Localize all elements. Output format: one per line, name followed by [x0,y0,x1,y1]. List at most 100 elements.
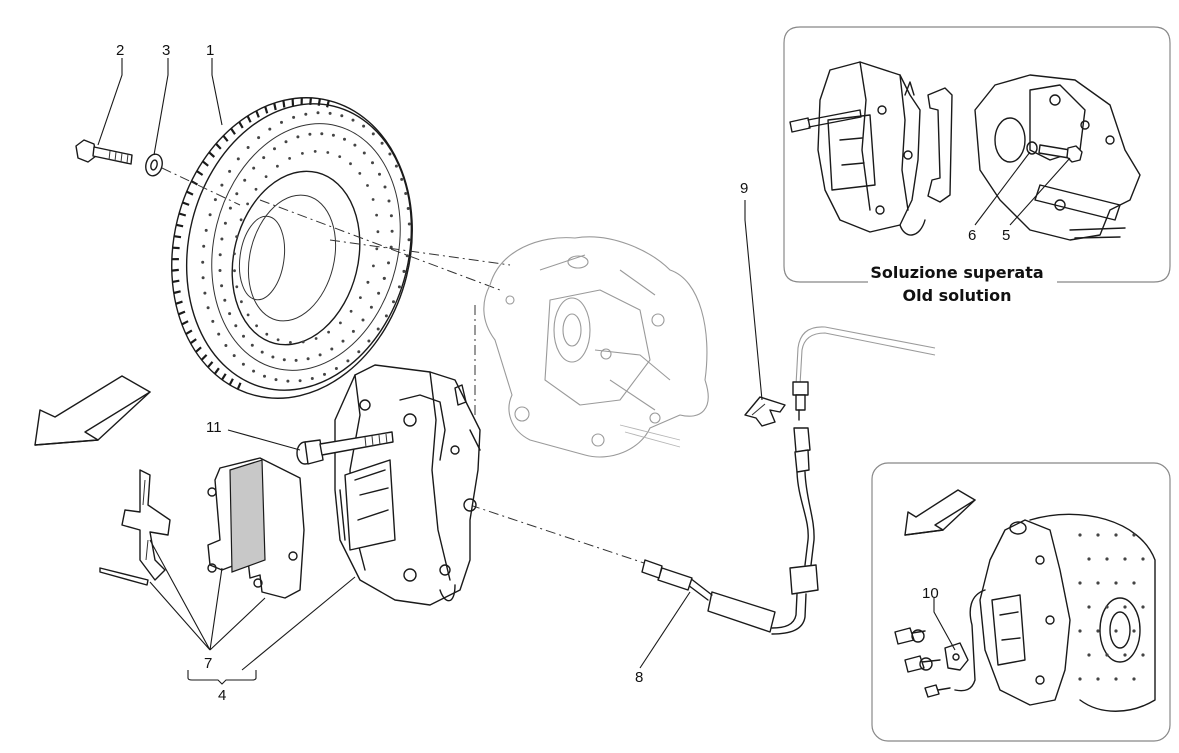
drill-hole [271,355,275,359]
vent-vane [309,97,312,106]
drill-hole [274,378,278,382]
drill-hole [243,178,247,182]
drill-hole [1123,605,1127,609]
vent-vane [213,367,220,375]
drill-hole [394,164,398,168]
drill-hole [233,269,236,273]
drill-hole [246,202,250,206]
caliper-bolt [296,431,394,465]
drill-hole [1132,581,1136,585]
vent-vane [175,300,183,305]
drill-hole [328,111,332,115]
inset-brake-line [954,589,986,692]
vent-vane [208,151,216,158]
drill-hole [218,253,222,257]
drill-hole [224,344,228,347]
drill-hole [1123,557,1127,561]
callout-6: 6 [968,227,976,244]
drill-hole [220,237,224,241]
drill-hole [334,367,338,370]
drill-hole [362,151,366,155]
drill-hole [313,150,317,153]
drill-hole [304,112,308,116]
drill-hole [387,199,391,203]
drill-hole [1132,629,1136,633]
hose-clip [744,396,786,427]
drill-hole [331,133,335,137]
drill-hole [276,338,280,342]
drill-hole [371,161,374,165]
drill-hole [326,151,330,154]
drill-hole [254,187,258,191]
drill-hole [1114,629,1118,633]
disc-vent-vanes [171,97,330,390]
drill-hole [1078,533,1082,537]
drill-hole [294,358,298,362]
drill-hole [240,300,243,304]
drill-hole [340,114,344,118]
inset-bolt-5 [1026,141,1083,163]
drill-hole [407,238,411,242]
drill-hole [1096,677,1100,681]
inset-fasteners [894,627,951,698]
drill-hole [349,162,352,166]
hub-carrier [483,236,709,458]
drill-hole [218,269,222,272]
drill-hole [235,192,239,196]
callout-8: 8 [635,669,643,686]
inset-caption-en: Old solution [902,286,1011,305]
drill-hole [233,252,236,256]
drill-hole [310,377,314,380]
drill-hole [273,147,276,151]
vent-vane [186,190,194,196]
callout-1: 1 [206,42,214,59]
drill-hole [1105,605,1109,609]
drill-hole [252,369,256,373]
vent-vane [175,223,184,228]
drill-hole [255,324,258,328]
drill-hole [232,354,236,358]
drill-hole [339,321,342,325]
drill-hole [400,177,404,181]
vent-vane [182,201,190,206]
drill-hole [1123,653,1127,657]
drill-hole [349,309,353,313]
callout-10: 10 [922,585,939,602]
drill-hole [371,132,375,136]
drill-hole [1096,629,1100,633]
drill-hole [292,115,296,119]
drill-hole [268,127,272,131]
inset-caliper-left [789,61,926,236]
drill-hole [1087,557,1091,561]
drill-hole [262,156,266,160]
inset-bracket [927,87,953,203]
vent-vane [238,121,244,129]
drill-hole [341,339,345,343]
vent-vane [196,170,204,176]
drill-hole [361,318,365,322]
drill-hole [316,111,320,115]
drill-hole [1132,533,1136,537]
callout-4: 4 [218,687,226,704]
drill-hole [282,358,286,362]
drill-hole [1141,653,1145,657]
drill-hole [314,337,318,340]
drill-hole [351,329,355,333]
vent-vane [317,98,321,106]
drill-hole [1087,653,1091,657]
disc-washer [145,153,163,177]
inset-hub [974,74,1141,241]
drill-hole [384,314,388,318]
drill-hole [213,198,217,202]
inset-direction-arrow [904,489,976,536]
drill-hole [407,222,411,226]
callout-5: 5 [1002,227,1010,244]
drill-hole [280,120,283,124]
drill-hole [201,260,205,264]
vent-vane [189,338,197,345]
inset-clip-10 [944,642,969,671]
drill-hole [246,313,250,317]
drill-hole [392,300,395,304]
drill-hole [204,228,208,232]
drill-hole [351,118,355,122]
